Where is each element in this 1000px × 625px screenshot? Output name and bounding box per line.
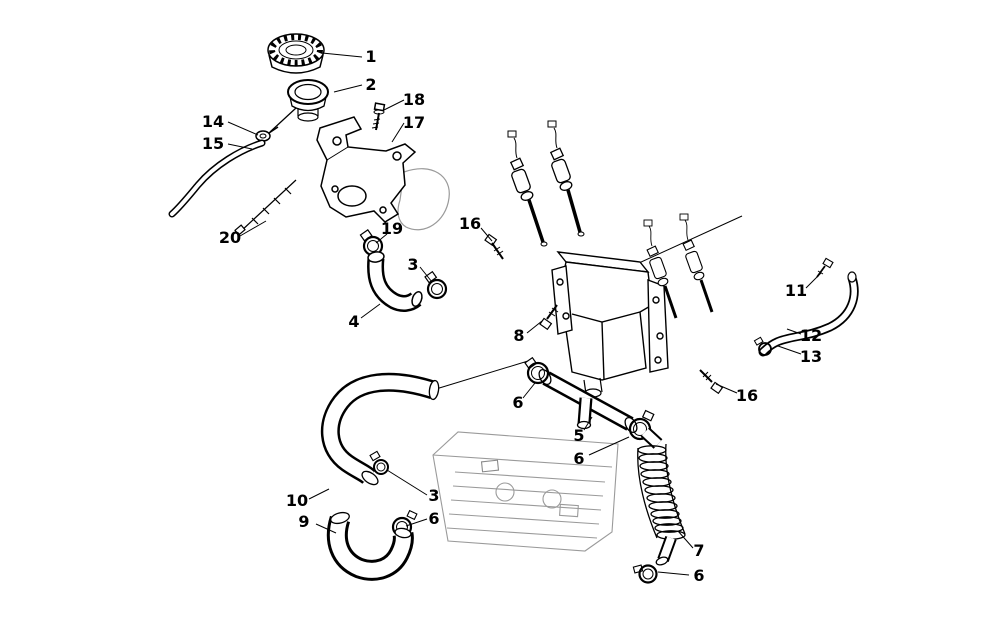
filler-neck-grommet xyxy=(269,79,329,133)
callout-6-d: 6 xyxy=(693,566,705,585)
t-fitting-5 xyxy=(538,368,638,434)
hose-12 xyxy=(758,271,859,357)
hose-9 xyxy=(326,511,414,581)
clamp-3-lower xyxy=(369,450,389,475)
callout-11: 11 xyxy=(784,281,808,300)
callout-6-c: 6 xyxy=(428,509,440,528)
filler-cap xyxy=(267,33,325,74)
ignition-coils-left xyxy=(507,120,585,247)
mounting-bracket-17 xyxy=(316,116,417,223)
callout-16-upper: 16 xyxy=(458,214,482,233)
cable-tie-20 xyxy=(234,179,297,236)
leader-lines xyxy=(227,52,822,576)
callout-6-a: 6 xyxy=(512,393,524,412)
callout-10: 10 xyxy=(285,491,309,510)
callout-13: 13 xyxy=(799,347,823,366)
callout-3-lower: 3 xyxy=(428,486,440,505)
callout-16-lower: 16 xyxy=(735,386,759,405)
bolt-16-upper xyxy=(484,233,504,260)
callout-7: 7 xyxy=(693,541,705,560)
callout-15: 15 xyxy=(201,134,225,153)
clamp-13 xyxy=(753,336,772,356)
clamp-6-a xyxy=(524,356,550,385)
hose-10 xyxy=(320,372,440,486)
engine-block-ghost xyxy=(432,431,619,552)
ignition-coils-right xyxy=(643,213,714,319)
callout-17: 17 xyxy=(402,113,426,132)
clamp-19 xyxy=(359,229,384,257)
callout-1: 1 xyxy=(365,47,377,66)
callout-12: 12 xyxy=(799,326,823,345)
callout-4: 4 xyxy=(348,312,360,331)
callout-14: 14 xyxy=(201,112,225,131)
bolt-16-lower xyxy=(699,369,724,395)
fitting-14 xyxy=(255,126,279,142)
callout-5: 5 xyxy=(573,426,585,445)
callout-6-b: 6 xyxy=(573,449,585,468)
clamp-3-upper xyxy=(424,270,448,300)
callout-19: 19 xyxy=(380,219,404,238)
callout-2: 2 xyxy=(365,75,377,94)
construction-lines xyxy=(435,215,743,390)
vent-hose-15 xyxy=(168,139,266,218)
elbow-hose-4 xyxy=(367,251,423,312)
callout-9: 9 xyxy=(298,512,310,531)
bolt-18 xyxy=(371,102,386,131)
callout-18: 18 xyxy=(402,90,426,109)
callout-20: 20 xyxy=(218,228,242,247)
bellows-hose-7 xyxy=(637,427,686,566)
oil-tank-assembly xyxy=(551,251,669,398)
bolt-8 xyxy=(539,304,559,331)
clamp-6-d xyxy=(632,564,658,584)
callout-3-upper: 3 xyxy=(407,255,419,274)
reservoir-ghost-outline xyxy=(397,168,450,231)
callout-8: 8 xyxy=(513,326,525,345)
